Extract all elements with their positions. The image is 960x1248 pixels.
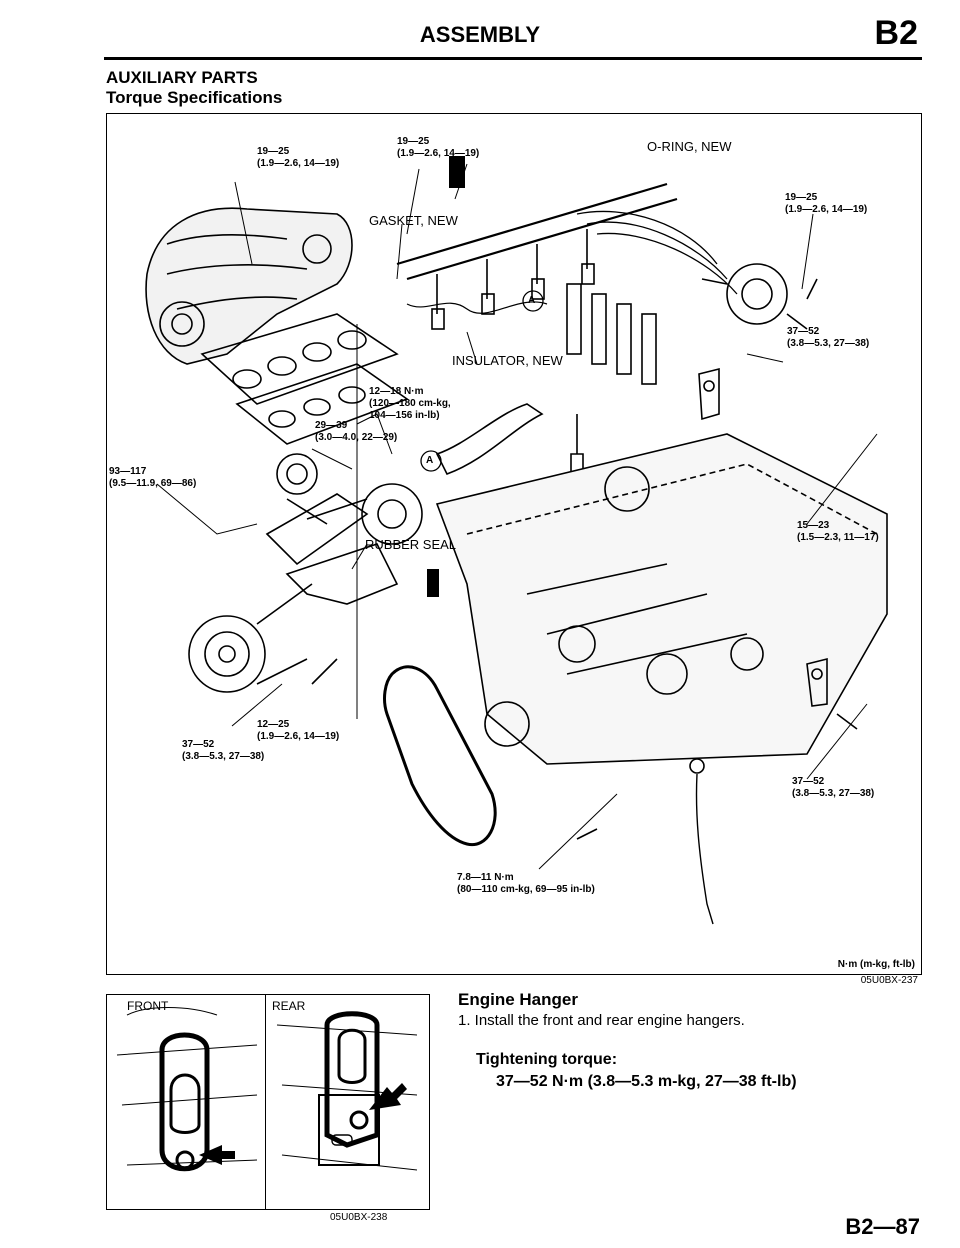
rear-label: REAR bbox=[272, 999, 306, 1013]
torque-label-hose: 12—18 N·m(120—180 cm-kg,104—156 in-lb) bbox=[369, 386, 451, 421]
oring-new-label: O-RING, NEW bbox=[647, 139, 732, 154]
torque-label-hanger-front: 37—52(3.8—5.3, 27—38) bbox=[792, 776, 875, 799]
torque-label-manifold-bolt: 19—25(1.9—2.6, 14—19) bbox=[257, 146, 340, 169]
figure-divider bbox=[265, 995, 266, 1209]
front-label: FRONT bbox=[127, 999, 169, 1013]
figure2-code: 05U0BX-238 bbox=[330, 1212, 388, 1223]
insulator-new-label: INSULATOR, NEW bbox=[452, 353, 563, 368]
engine-hanger-figure: FRONT REAR bbox=[106, 994, 430, 1210]
instruction-step-1: 1. Install the front and rear engine han… bbox=[458, 1012, 745, 1029]
rubber-seal-label: RUBBER SEAL bbox=[365, 537, 457, 552]
torque-spec-diagram: 19—25(1.9—2.6, 14—19) 19—25(1.9—2.6, 14—… bbox=[106, 113, 922, 975]
torque-label-water-pump: 29—39(3.0—4.0, 22—29) bbox=[315, 420, 398, 443]
marker-a-lower: A bbox=[426, 455, 434, 466]
torque-label-bracket: 93—117(9.5—11.9, 69—86) bbox=[109, 466, 197, 489]
torque-label-hanger-rear: 37—52(3.8—5.3, 27—38) bbox=[787, 326, 870, 349]
engine-exploded-drawing bbox=[145, 156, 888, 925]
torque-label-dipstick: 7.8—11 N·m(80—110 cm-kg, 69—95 in-lb) bbox=[457, 872, 595, 895]
page-number: B2—87 bbox=[845, 1214, 920, 1239]
torque-label-fuel-rail: 19—25(1.9—2.6, 14—19) bbox=[397, 136, 480, 159]
engine-hanger-section: Engine Hanger 1. Install the front and r… bbox=[458, 990, 918, 1091]
engine-hanger-drawing bbox=[116, 1007, 418, 1172]
marker-a-upper: A bbox=[528, 295, 536, 306]
torque-label-alternator-bolt: 37—52(3.8—5.3, 27—38) bbox=[182, 739, 265, 762]
torque-label-alternator: 12—25(1.9—2.6, 14—19) bbox=[257, 719, 340, 742]
section-code: B2 bbox=[874, 14, 918, 52]
page-header-title: ASSEMBLY bbox=[419, 22, 541, 47]
figure1-code: 05U0BX-237 bbox=[860, 975, 918, 986]
tightening-torque-value: 37—52 N·m (3.8—5.3 m-kg, 27—38 ft-lb) bbox=[496, 1073, 797, 1090]
header-rule bbox=[104, 57, 922, 60]
section-title: AUXILIARY PARTS Torque Specifications bbox=[106, 68, 282, 108]
torque-label-cover: 15—23(1.5—2.3, 11—17) bbox=[797, 520, 879, 543]
tightening-torque-heading: Tightening torque: bbox=[476, 1051, 618, 1068]
section-subheading: Torque Specifications bbox=[106, 88, 283, 107]
gasket-new-label: GASKET, NEW bbox=[369, 213, 458, 228]
torque-label-distributor: 19—25(1.9—2.6, 14—19) bbox=[785, 192, 868, 215]
section-heading: AUXILIARY PARTS bbox=[106, 68, 258, 87]
engine-hanger-heading: Engine Hanger bbox=[458, 990, 578, 1009]
torque-units-legend: N·m (m-kg, ft-lb) bbox=[837, 959, 915, 970]
